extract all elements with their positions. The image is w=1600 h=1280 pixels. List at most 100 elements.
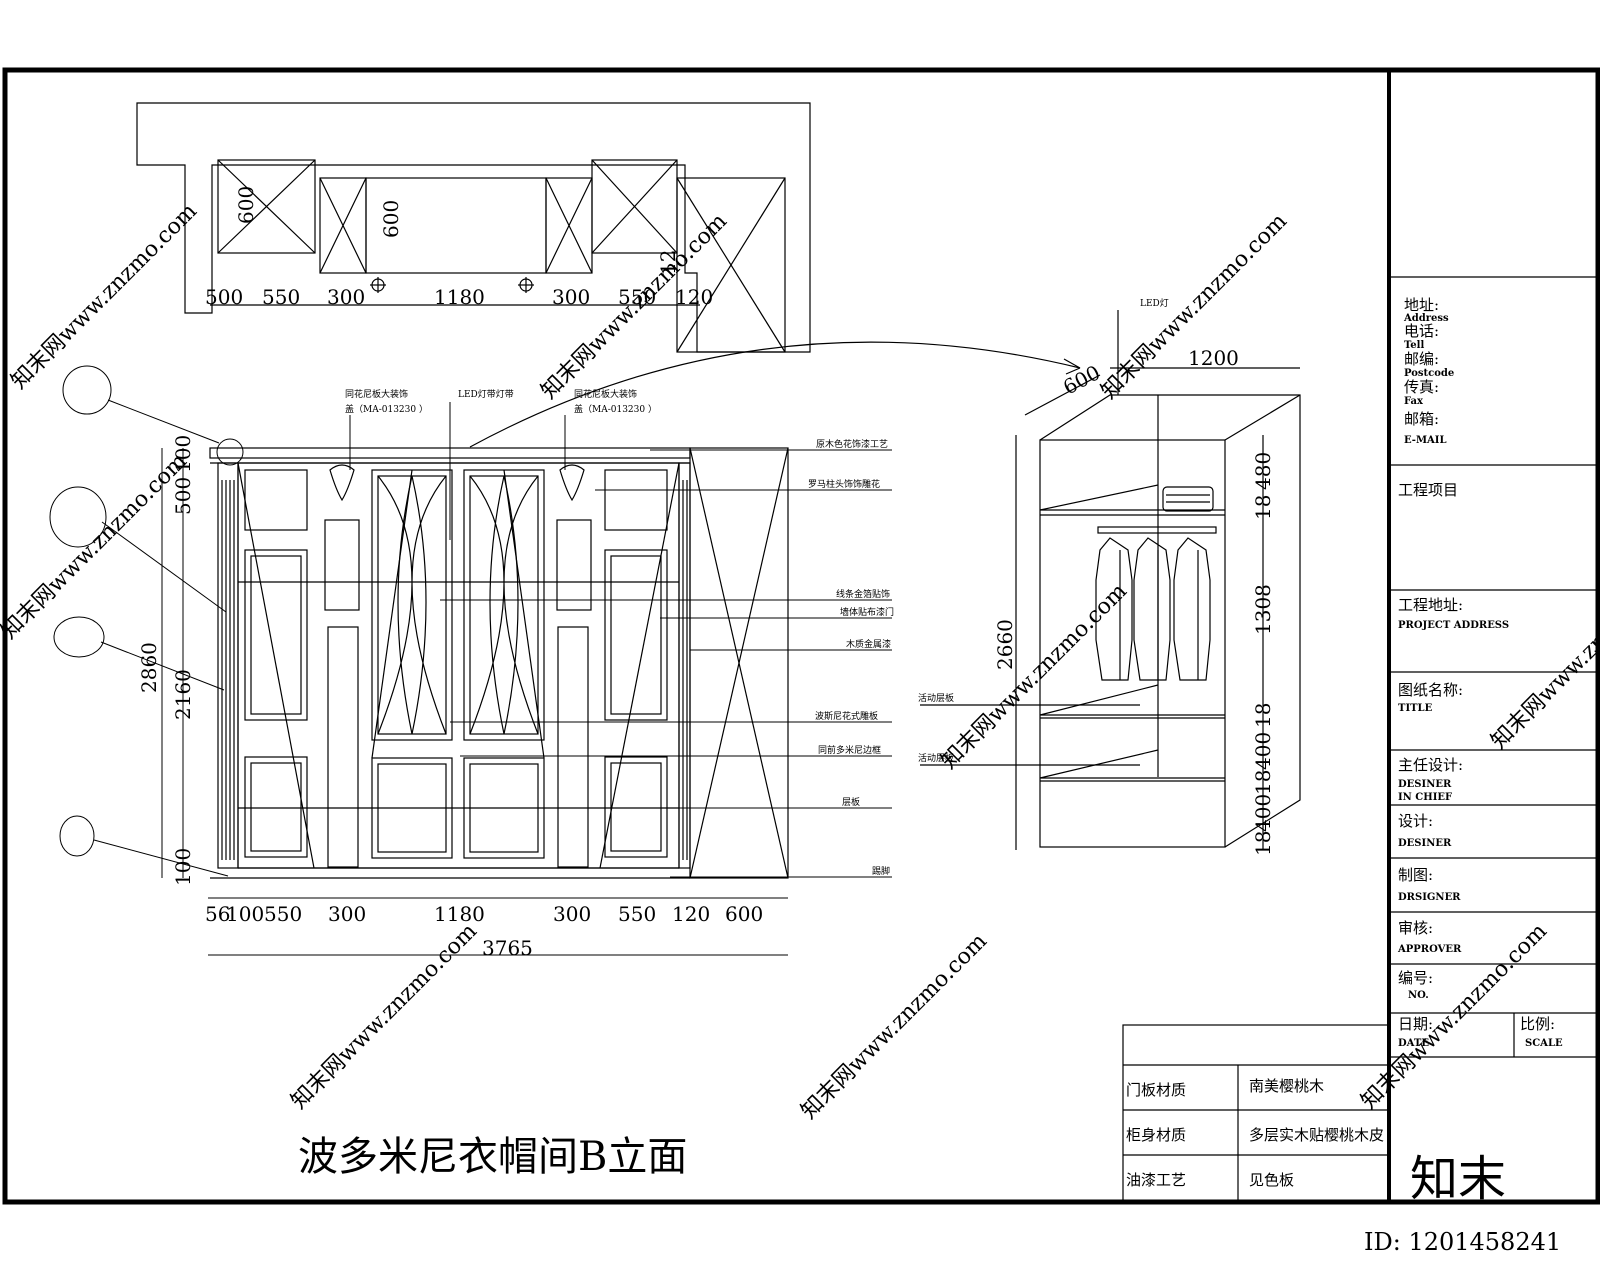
v-dim-100: 100 (171, 848, 195, 886)
callout-label: 原木色花饰漆工艺 (816, 438, 888, 450)
h-dim-300: 300 (328, 902, 366, 926)
scale-label-en: SCALE (1525, 1038, 1563, 1049)
elevation-callout-text: 同花尼板大装饰 盖（MA-013230 ） LED灯带灯带 同花尼板大装饰 盖（… (345, 388, 894, 877)
title-block-grid (1389, 276, 1598, 1058)
project-label: 工程项目 (1398, 481, 1458, 499)
callout-label: 波斯尼花式雕板 (815, 710, 878, 722)
section-dimensions: LED灯 1200 600 2660 480 18 1308 18 400 18… (918, 298, 1275, 856)
number-label: 编号: (1398, 969, 1433, 987)
reference-arrowhead (1063, 358, 1081, 375)
plan-dim-600-left: 600 (234, 186, 258, 224)
reference-arrow (469, 341, 1081, 448)
side-dim-18: 18 (1251, 770, 1275, 795)
side-dim-18: 18 (1251, 495, 1275, 520)
drawing-title: 波多米尼衣帽间B立面 (298, 1134, 687, 1180)
plan-dimensions: 500 550 300 1180 300 550 120 600 600 12 (205, 186, 713, 309)
h-dim-1180: 1180 (434, 902, 485, 926)
section-width-1200: 1200 (1188, 346, 1239, 370)
plan-dim-600-center: 600 (379, 200, 403, 238)
number-label-en: NO. (1408, 990, 1429, 1001)
section-height-2660: 2660 (993, 619, 1017, 670)
approver-label: 审核: (1398, 919, 1433, 937)
title-block-text: 地址: Address 电话: Tell 邮编: Postcode 传真: Fa… (1397, 296, 1563, 1049)
v-dim-2160: 2160 (171, 669, 195, 720)
drafter-label: 制图: (1398, 866, 1433, 884)
callout-label: 罗马柱头饰饰雕花 (808, 478, 880, 490)
image-id: ID: 1201458241 (1364, 1228, 1561, 1256)
drawing-frame (2, 67, 1600, 1205)
designer-label-en: DESINER (1398, 838, 1452, 849)
tel-label-en: Tell (1404, 340, 1424, 351)
elevation-leaders (49, 365, 892, 878)
h-dim-100: 100 (226, 902, 264, 926)
callout-label: 层板 (842, 796, 860, 808)
shelf-label: 活动层板 (918, 692, 954, 704)
h-dim-550: 550 (264, 902, 302, 926)
section-view (920, 310, 1301, 850)
v-dim-500: 500 (171, 477, 195, 515)
materials-table (1122, 1024, 1390, 1203)
plan-dim-120: 120 (675, 285, 713, 309)
watermark-text: 知末网www.znzmo.com (1487, 559, 1600, 755)
material-label: 门板材质 (1126, 1081, 1186, 1099)
email-label-en: E-MAIL (1404, 435, 1447, 446)
total-width-3765: 3765 (482, 936, 533, 960)
chief-designer-label-en2: IN CHIEF (1398, 792, 1452, 803)
drafter-label-en: DRSIGNER (1398, 892, 1461, 903)
material-value: 南美樱桃木 (1249, 1077, 1324, 1095)
designer-label: 设计: (1398, 812, 1433, 830)
led-label: LED灯 (1140, 298, 1169, 309)
watermark-text: 知末网www.znzmo.com (937, 579, 1133, 775)
date-label: 日期: (1398, 1015, 1433, 1033)
plan-dim-300: 300 (327, 285, 365, 309)
watermark-text: 知末网www.znzmo.com (1097, 209, 1293, 405)
email-label: 邮箱: (1404, 410, 1439, 428)
callout-label: 线条金箔贴饰 (836, 588, 890, 600)
plan-dim-550: 550 (618, 285, 656, 309)
project-address-label: 工程地址: (1398, 596, 1463, 614)
tel-label: 电话: (1404, 322, 1439, 340)
v-dim-100: 100 (171, 435, 195, 473)
plan-dim-500: 500 (205, 285, 243, 309)
top-label-right: 同花尼板大装饰 (574, 388, 637, 400)
chief-designer-label-en: DESINER (1398, 779, 1452, 790)
plan-dim-300: 300 (552, 285, 590, 309)
project-address-label-en: PROJECT ADDRESS (1398, 620, 1509, 631)
watermark-layer: 知末网www.znzmo.com 知末网www.znzmo.com 知末网www… (0, 199, 1600, 1125)
callout-label: 木质金属漆 (846, 638, 891, 650)
material-value: 多层实木贴樱桃木皮 (1249, 1126, 1384, 1144)
h-dim-120: 120 (672, 902, 710, 926)
side-dim-1308: 1308 (1251, 584, 1275, 635)
watermark-text: 知末网www.znzmo.com (0, 449, 192, 645)
elevation-dimensions: 100 500 2160 100 2860 56 100 550 300 118… (137, 435, 763, 960)
shelf-label: 活动层板 (918, 752, 954, 764)
side-dim-18: 18 (1251, 703, 1275, 728)
top-label-left: 同花尼板大装饰 (345, 388, 408, 400)
approver-label-en: APPROVER (1397, 944, 1462, 955)
material-label: 油漆工艺 (1126, 1171, 1186, 1189)
callout-label: 踢脚 (872, 866, 890, 877)
elevation-dimension-lines (161, 448, 788, 956)
materials-table-text: 门板材质 南美樱桃木 柜身材质 多层实木贴樱桃木皮 油漆工艺 见色板 (1126, 1077, 1384, 1189)
side-dim-480: 480 (1251, 452, 1275, 490)
address-label-en: Address (1403, 313, 1449, 324)
callout-label: 同前多米尼边框 (818, 744, 881, 756)
h-dim-300: 300 (553, 902, 591, 926)
h-dim-600: 600 (725, 902, 763, 926)
plan-dim-12: 12 (656, 250, 680, 275)
address-label: 地址: (1404, 296, 1439, 314)
watermark-text: 知末网www.znzmo.com (287, 919, 483, 1115)
total-height-2860: 2860 (137, 642, 161, 693)
side-dim-400: 400 (1251, 732, 1275, 770)
title-label-en: TITLE (1398, 703, 1433, 714)
top-label-left-code: 盖（MA-013230 ） (345, 403, 428, 415)
scale-label: 比例: (1520, 1015, 1555, 1033)
top-label-center: LED灯带灯带 (458, 389, 514, 400)
front-elevation (209, 447, 789, 879)
brand-logo: 知末 (1410, 1151, 1506, 1207)
fax-label: 传真: (1404, 378, 1439, 396)
h-dim-550: 550 (618, 902, 656, 926)
plan-dim-1180: 1180 (434, 285, 485, 309)
postcode-label-en: Postcode (1404, 368, 1454, 379)
